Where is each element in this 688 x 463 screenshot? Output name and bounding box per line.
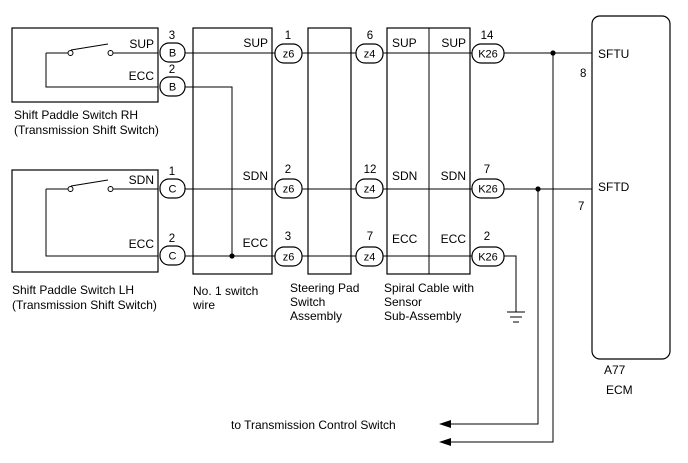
ecm-pin-8: 8 — [580, 68, 586, 80]
paddle-lh-pin-ecc: 2 — [169, 233, 175, 245]
arrow-sftd — [439, 420, 451, 428]
wire-ground — [503, 255, 517, 312]
paddle-lh-contact-right — [107, 186, 114, 192]
connector-z4-sup-label: z4 — [364, 49, 376, 61]
switch-wire-sig-sup: SUP — [243, 36, 268, 50]
connector-k26-ecc-label: K26 — [478, 252, 498, 264]
connector-k26-sup — [471, 43, 505, 64]
splice-ecc — [229, 253, 235, 259]
paddle-lh-name: Shift Paddle Switch LH — [12, 283, 134, 297]
steering-pad-name-2: Switch — [290, 295, 325, 309]
ecm-unit: SFTU SFTD 8 7 A77 ECM — [578, 15, 671, 397]
paddle-lh-sig-sdn: SDN — [129, 173, 154, 187]
shift-paddle-switch-rh: SUP ECC 3 2 B B Shift Paddle Switch RH (… — [11, 27, 186, 137]
ecm-sig-sftd: SFTD — [598, 180, 630, 194]
connector-k26-sdn — [471, 178, 505, 199]
switch-wire-box — [192, 27, 273, 275]
spiral-cable-sub-assembly: SUP SDN ECC SUP SDN ECC 14 7 2 Spiral Ca… — [384, 27, 494, 323]
wire-branch-sftd — [447, 189, 539, 425]
steering-pad-pin-out-2: 12 — [364, 164, 377, 176]
connector-z6-sdn — [274, 178, 303, 199]
connector-z6-sup-label: z6 — [283, 49, 295, 61]
connectors: z6 z6 z6 z4 z4 z4 K26 K26 K26 — [274, 43, 505, 267]
spiral-pin-out-2: 7 — [484, 164, 490, 176]
ecm-sig-sftu: SFTU — [598, 47, 629, 61]
paddle-rh-box — [11, 27, 159, 103]
connector-k26-sup-label: K26 — [478, 49, 498, 61]
spiral-right-sig-sdn: SDN — [441, 169, 466, 183]
paddle-rh-contact-right — [107, 50, 114, 56]
paddle-rh-sig-sup: SUP — [129, 37, 154, 51]
wire-ecc-rh — [185, 86, 233, 256]
connector-k26-sdn-label: K26 — [478, 184, 498, 196]
connector-z6-ecc — [274, 246, 303, 267]
connector-z4-sup — [355, 43, 384, 64]
transmission-control-switch-note: to Transmission Control Switch — [231, 418, 396, 432]
paddle-lh-box — [11, 169, 159, 273]
steering-pad-box — [307, 27, 352, 275]
paddle-rh-name: Shift Paddle Switch RH — [14, 108, 138, 122]
steering-pad-switch-assembly: 1 2 3 6 12 7 Steering Pad Switch Assembl… — [285, 27, 377, 323]
connector-z4-ecc — [355, 246, 384, 267]
paddle-rh-conn-label-ecc: B — [169, 82, 176, 94]
paddle-lh-subname: (Transmission Shift Switch) — [12, 298, 157, 312]
steering-pad-pin-out-1: 6 — [367, 30, 373, 42]
spiral-cable-name: Spiral Cable with — [384, 281, 474, 295]
spiral-cable-name-3: Sub-Assembly — [384, 309, 461, 323]
switch-wire-sig-ecc: ECC — [243, 236, 269, 250]
paddle-rh-conn-label-sup: B — [169, 48, 176, 60]
arrow-sftu — [439, 438, 451, 446]
steering-pad-pin-out-3: 7 — [367, 231, 373, 243]
connector-z6-sdn-label: z6 — [283, 184, 295, 196]
paddle-rh-pin-sup: 3 — [169, 30, 175, 42]
paddle-rh-contact-left — [67, 50, 74, 56]
connector-z6-ecc-label: z6 — [283, 252, 295, 264]
steering-pad-pin-in-3: 3 — [285, 231, 291, 243]
spiral-cable-name-2: Sensor — [384, 295, 422, 309]
no1-switch-wire: SUP SDN ECC No. 1 switch wire — [192, 27, 273, 312]
connector-z4-sdn — [355, 178, 384, 199]
wiring: to Transmission Control Switch — [185, 50, 592, 446]
paddle-lh-sig-ecc: ECC — [129, 237, 155, 251]
ecm-name: ECM — [606, 383, 633, 397]
spiral-right-sig-ecc: ECC — [441, 232, 467, 246]
ecm-box — [591, 15, 671, 360]
spiral-left-sig-sup: SUP — [392, 36, 417, 50]
shift-paddle-switch-lh: SDN ECC 1 2 C C Shift Paddle Switch LH (… — [11, 166, 186, 312]
connector-k26-ecc — [471, 246, 505, 267]
spiral-pin-out-3: 2 — [484, 231, 490, 243]
steering-pad-pin-in-1: 1 — [285, 30, 291, 42]
ecm-pin-7: 7 — [578, 201, 584, 213]
paddle-lh-conn-label-sdn: C — [169, 184, 177, 196]
wire-branch-sftu — [447, 53, 554, 443]
ecm-code: A77 — [604, 363, 626, 377]
connector-z6-sup — [274, 43, 303, 64]
steering-pad-name-3: Assembly — [290, 309, 342, 323]
steering-pad-pin-in-2: 2 — [285, 164, 291, 176]
connector-z4-ecc-label: z4 — [364, 252, 376, 264]
paddle-rh-subname: (Transmission Shift Switch) — [14, 123, 159, 137]
spiral-left-sig-ecc: ECC — [392, 232, 418, 246]
switch-wire-sig-sdn: SDN — [243, 169, 268, 183]
connector-z4-sdn-label: z4 — [364, 184, 376, 196]
steering-pad-name: Steering Pad — [290, 281, 359, 295]
spiral-pin-out-1: 14 — [481, 30, 494, 42]
paddle-lh-conn-label-ecc: C — [169, 251, 177, 263]
switch-wire-name: No. 1 switch — [193, 284, 258, 298]
spiral-left-sig-sdn: SDN — [392, 169, 417, 183]
paddle-rh-pin-ecc: 2 — [169, 64, 175, 76]
paddle-rh-sig-ecc: ECC — [129, 69, 155, 83]
switch-wire-subname: wire — [192, 298, 215, 312]
spiral-right-sig-sup: SUP — [441, 36, 466, 50]
paddle-lh-pin-sdn: 1 — [169, 166, 175, 178]
paddle-lh-contact-left — [67, 186, 74, 192]
